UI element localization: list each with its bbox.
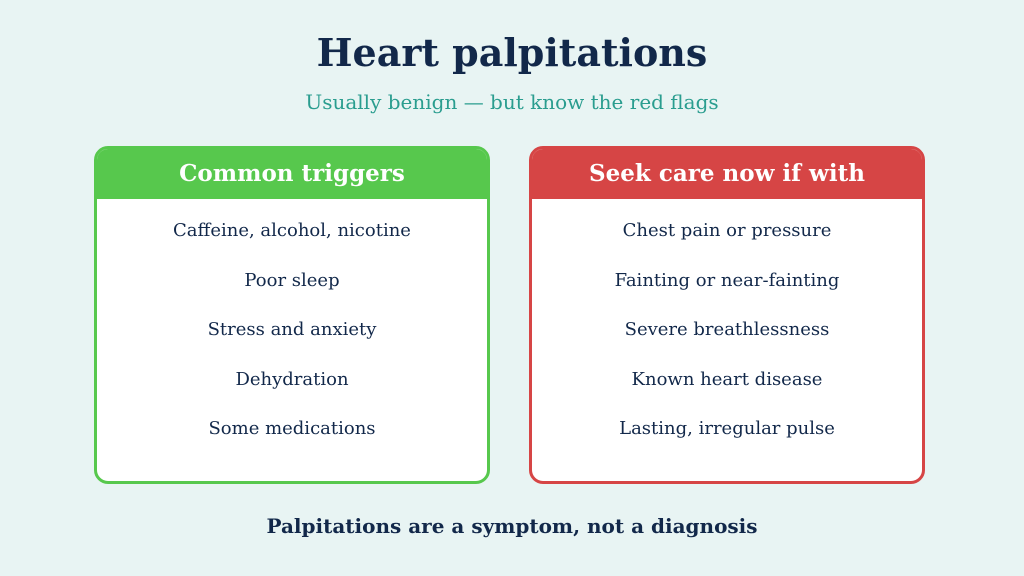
- common-triggers-heading: Common triggers: [97, 149, 487, 199]
- footer-note: Palpitations are a symptom, not a diagno…: [266, 514, 758, 538]
- red-flag-item: Fainting or near-fainting: [614, 269, 840, 291]
- seek-care-card: Seek care now if with Chest pain or pres…: [529, 146, 925, 484]
- trigger-item: Poor sleep: [244, 269, 340, 291]
- trigger-item: Some medications: [208, 418, 376, 439]
- trigger-item: Dehydration: [235, 368, 349, 390]
- trigger-item: Stress and anxiety: [207, 319, 377, 340]
- seek-care-list: Chest pain or pressure Fainting or near-…: [532, 199, 922, 463]
- common-triggers-list: Caffeine, alcohol, nicotine Poor sleep S…: [97, 199, 487, 463]
- page-title: Heart palpitations: [316, 30, 708, 75]
- red-flag-item: Chest pain or pressure: [622, 220, 832, 241]
- seek-care-heading: Seek care now if with: [532, 149, 922, 199]
- red-flag-item: Known heart disease: [631, 368, 823, 390]
- page-subtitle: Usually benign — but know the red flags: [305, 90, 719, 114]
- red-flag-item: Severe breathlessness: [624, 319, 830, 340]
- trigger-item: Caffeine, alcohol, nicotine: [173, 220, 411, 241]
- red-flag-item: Lasting, irregular pulse: [619, 418, 835, 439]
- common-triggers-card: Common triggers Caffeine, alcohol, nicot…: [94, 146, 490, 484]
